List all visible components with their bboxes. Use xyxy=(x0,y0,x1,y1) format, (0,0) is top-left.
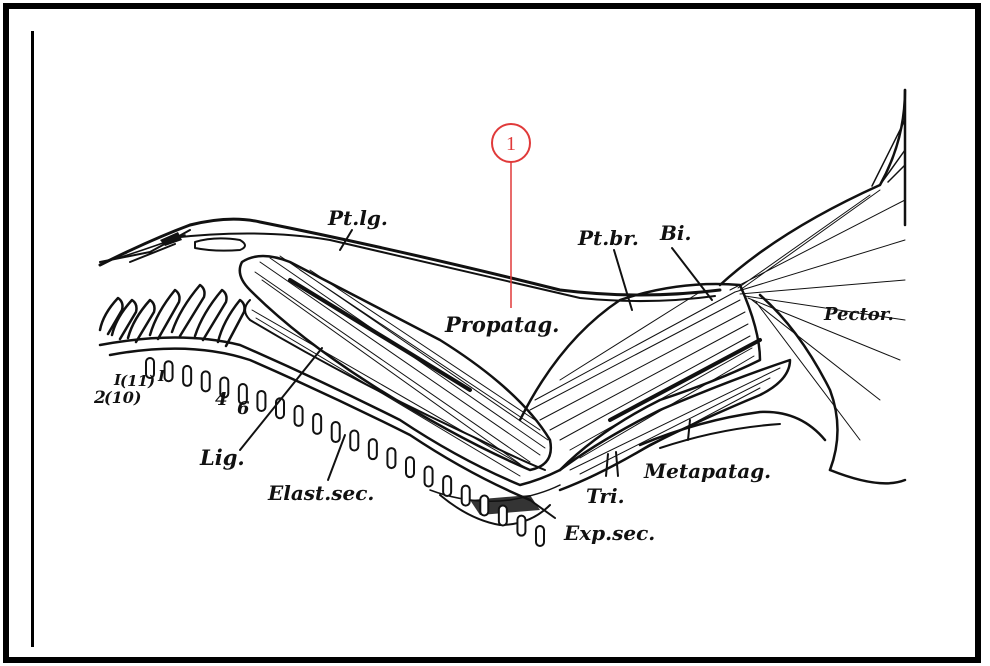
label-exp-sec: Exp.sec. xyxy=(563,521,655,545)
callout-number: 1 xyxy=(506,133,516,155)
feather-stub xyxy=(425,466,433,486)
feather-stub xyxy=(183,366,191,386)
numeral-6: 6 xyxy=(237,398,250,419)
label-bi: Bi. xyxy=(659,221,691,245)
feather-stub xyxy=(350,430,358,450)
label-pt-br: Pt.br. xyxy=(577,226,639,250)
label-pector: Pector. xyxy=(823,304,894,325)
feather-stub xyxy=(313,414,321,434)
feather-stub xyxy=(480,495,488,515)
label-elast-sec: Elast.sec. xyxy=(267,481,374,505)
numeral-10: (10) xyxy=(104,388,141,407)
label-pt-lg: Pt.lg. xyxy=(327,206,388,230)
feather-stub xyxy=(257,391,265,411)
feather-stub xyxy=(499,506,507,526)
feather-stub xyxy=(202,371,210,391)
feather-stub xyxy=(332,422,340,442)
feather-stub xyxy=(165,361,173,381)
feather-stub xyxy=(536,526,544,546)
label-propatag: Propatag. xyxy=(444,312,559,337)
feather-stub xyxy=(443,476,451,496)
feather-stub xyxy=(406,457,414,477)
labels: Pt.lg. Propatag. Pt.br. Bi. Pector. Meta… xyxy=(93,206,894,545)
label-tri: Tri. xyxy=(586,484,625,508)
label-metapatag: Metapatag. xyxy=(643,459,771,483)
numeral-I-b: I xyxy=(157,367,166,385)
feather-stub xyxy=(517,516,525,536)
numeral-4: 4 xyxy=(215,389,228,410)
numeral-11: (11) xyxy=(120,372,155,390)
feather-stub xyxy=(369,439,377,459)
primary-finger xyxy=(150,290,180,339)
label-lig: Lig. xyxy=(199,445,245,470)
feather-stub xyxy=(462,486,470,506)
feather-stub xyxy=(295,406,303,426)
feather-stub xyxy=(387,448,395,468)
